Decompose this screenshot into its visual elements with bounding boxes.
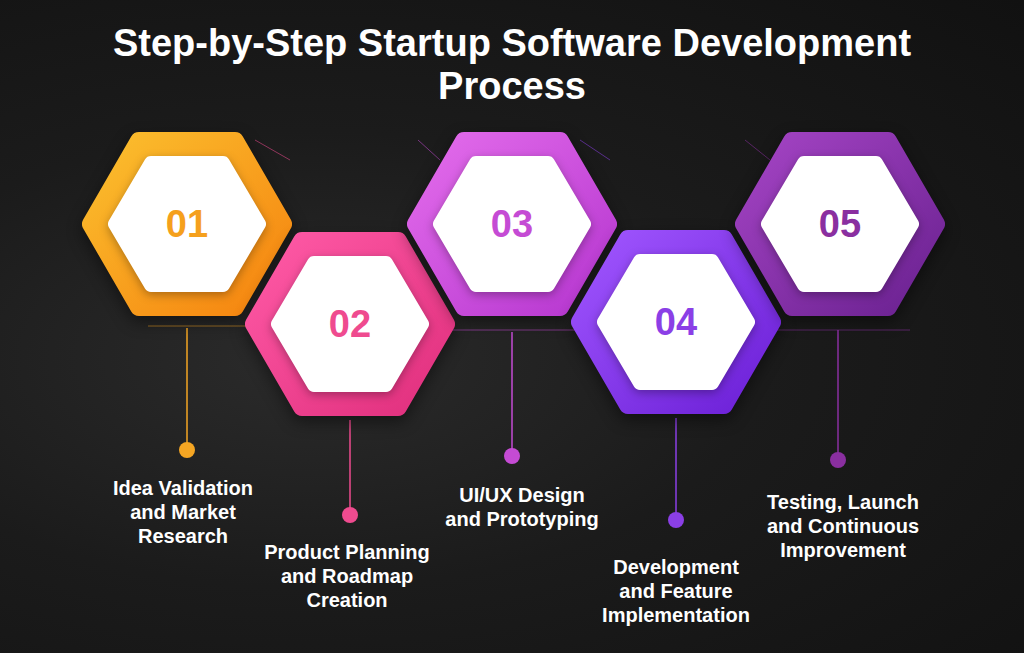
step-label: Testing, Launch and Continuous Improveme…: [757, 490, 929, 562]
accent-line: [745, 140, 770, 160]
leader-line: [837, 330, 839, 460]
step-label: Idea Validation and Market Research: [99, 476, 267, 548]
leader-line: [675, 418, 677, 520]
diagram-title: Step-by-Step Startup Software Developmen…: [82, 22, 942, 108]
accent-line: [580, 140, 610, 160]
leader-line: [186, 328, 188, 450]
leader-dot: [504, 448, 520, 464]
step-label: UI/UX Design and Prototyping: [441, 483, 603, 531]
accent-line: [148, 326, 262, 327]
step-label: Product Planning and Roadmap Creation: [256, 540, 438, 612]
leader-dot: [342, 507, 358, 523]
accent-line: [418, 140, 440, 160]
leader-dot: [179, 442, 195, 458]
hexagon-step: 05Testing, Launch and Continuous Improve…: [730, 129, 950, 319]
leader-dot: [668, 512, 684, 528]
leader-dot: [830, 452, 846, 468]
accent-line: [255, 140, 290, 160]
accent-line: [770, 330, 910, 331]
step-label: Development and Feature Implementation: [596, 555, 756, 627]
step-number: 05: [730, 129, 950, 319]
leader-line: [511, 332, 513, 456]
leader-line: [349, 420, 351, 515]
